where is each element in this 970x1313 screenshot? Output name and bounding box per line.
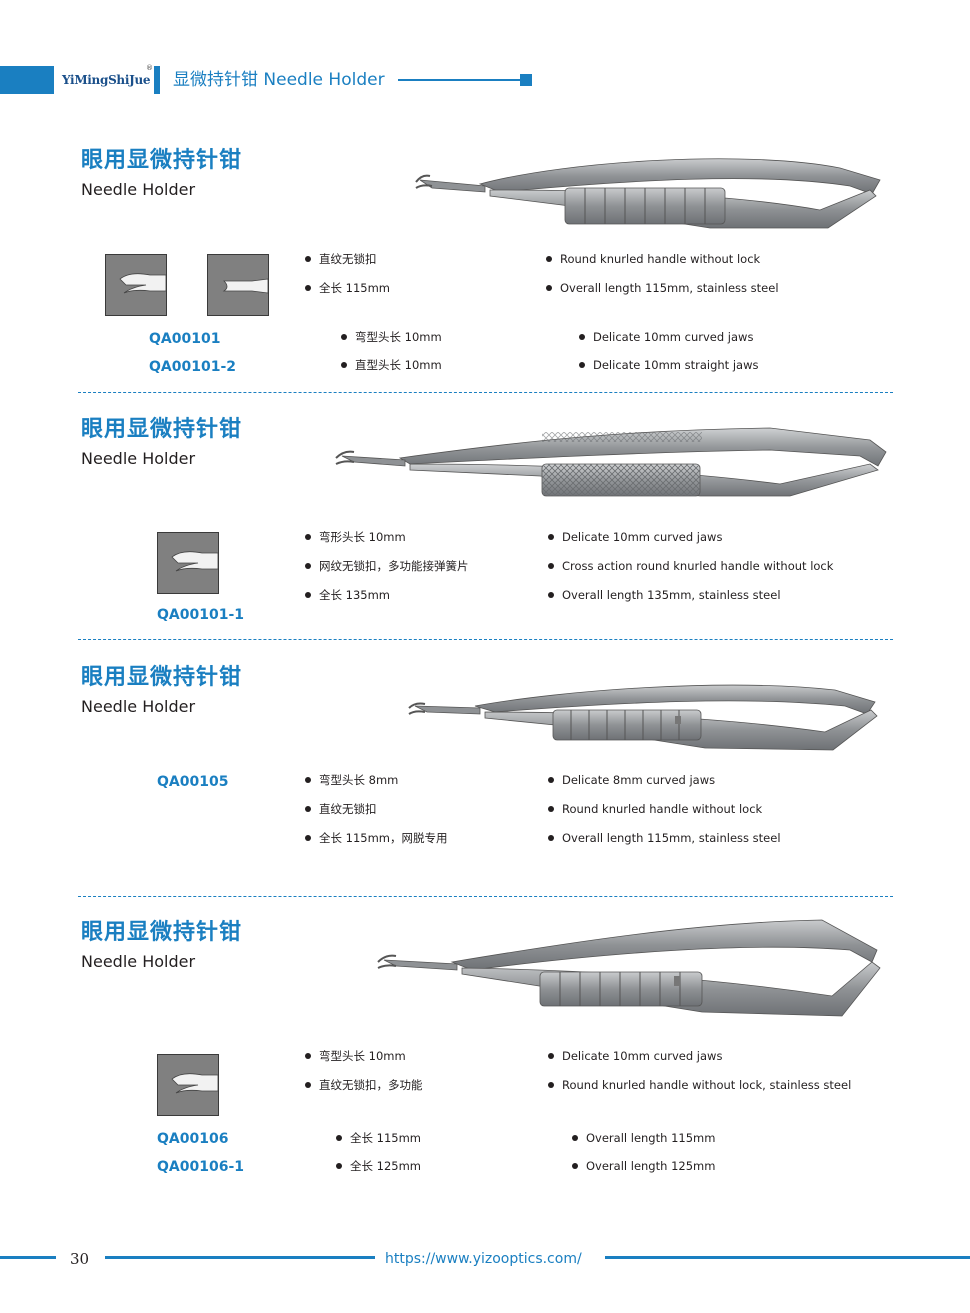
section-2-title-en: Needle Holder (81, 449, 196, 468)
spec-en: Round knurled handle without lock, stain… (548, 1077, 851, 1093)
spec-cn: 弯形头长 10mm (305, 529, 406, 545)
header-divider-bar (154, 66, 160, 94)
spec-cn: 网纹无锁扣，多功能接弹簧片 (305, 558, 469, 574)
curved-jaw-icon (119, 273, 167, 294)
spec-cn: 弯型头长 8mm (305, 772, 398, 788)
section-1-title-cn: 眼用显微持针钳 (81, 148, 243, 173)
spec-en: Cross action round knurled handle withou… (548, 558, 833, 574)
brand-logo: YiMingShiJue (62, 73, 151, 87)
spec-en: Delicate 10mm curved jaws (548, 1048, 722, 1064)
section-4-title-en: Needle Holder (81, 952, 196, 971)
spec-en: Overall length 115mm, stainless steel (548, 830, 781, 846)
spec-cn: 直纹无锁扣，多功能 (305, 1077, 423, 1093)
spec-cn: 全长 115mm (305, 280, 390, 296)
spec-en: Delicate 8mm curved jaws (548, 772, 715, 788)
spec-en: Round knurled handle without lock (548, 801, 762, 817)
product-code: QA00106-1 (157, 1159, 244, 1175)
header-title: 显微持针钳 Needle Holder (173, 70, 385, 90)
section-1-title-en: Needle Holder (81, 180, 196, 199)
page-number: 30 (70, 1250, 90, 1268)
spec-cn: 直纹无锁扣 (305, 801, 377, 817)
section-divider (78, 896, 893, 897)
section-divider (78, 392, 893, 393)
jaw-thumbnail-curved (157, 532, 219, 594)
variant-cn: 直型头长 10mm (341, 357, 442, 373)
section-4-title-cn: 眼用显微持针钳 (81, 920, 243, 945)
variant-en: Delicate 10mm straight jaws (579, 357, 759, 373)
spec-en: Overall length 135mm, stainless steel (548, 587, 781, 603)
product-code: QA00101 (149, 331, 221, 347)
footer-website-link[interactable]: https://www.yizooptics.com/ (385, 1251, 582, 1267)
footer-rule-right (605, 1256, 970, 1259)
needle-holder-image-3 (408, 684, 878, 751)
spec-en: Round knurled handle without lock (546, 251, 760, 267)
jaw-thumbnail-straight (207, 254, 269, 316)
product-code: QA00101-2 (149, 359, 236, 375)
needle-holder-image-1 (415, 158, 881, 229)
section-2-title-cn: 眼用显微持针钳 (81, 417, 243, 442)
product-code: QA00105 (157, 774, 229, 790)
spec-en: Overall length 115mm, stainless steel (546, 280, 779, 296)
spec-en: Delicate 10mm curved jaws (548, 529, 722, 545)
variant-en: Overall length 125mm (572, 1158, 715, 1174)
footer-rule-left (0, 1256, 56, 1259)
header-accent-bar (0, 66, 54, 94)
jaw-thumbnail-curved (105, 254, 167, 316)
header-rule (398, 79, 522, 81)
section-3-title-en: Needle Holder (81, 697, 196, 716)
variant-cn: 弯型头长 10mm (341, 329, 442, 345)
curved-jaw-icon (171, 1073, 219, 1094)
registered-mark: ® (146, 64, 153, 72)
product-code: QA00106 (157, 1131, 229, 1147)
variant-en: Delicate 10mm curved jaws (579, 329, 753, 345)
needle-holder-image-4 (377, 919, 881, 1017)
jaw-thumbnail-curved (157, 1054, 219, 1116)
spec-cn: 全长 115mm，网脱专用 (305, 830, 448, 846)
curved-jaw-icon (171, 551, 219, 572)
variant-en: Overall length 115mm (572, 1130, 715, 1146)
spec-cn: 直纹无锁扣 (305, 251, 377, 267)
variant-cn: 全长 125mm (336, 1158, 421, 1174)
section-divider (78, 639, 893, 640)
section-3-title-cn: 眼用显微持针钳 (81, 665, 243, 690)
product-code: QA00101-1 (157, 607, 244, 623)
straight-jaw-icon (222, 278, 269, 294)
variant-cn: 全长 115mm (336, 1130, 421, 1146)
spec-cn: 弯型头长 10mm (305, 1048, 406, 1064)
needle-holder-image-2 (335, 427, 887, 497)
footer-rule-middle (105, 1256, 375, 1259)
header-square-icon (520, 74, 532, 86)
spec-cn: 全长 135mm (305, 587, 390, 603)
